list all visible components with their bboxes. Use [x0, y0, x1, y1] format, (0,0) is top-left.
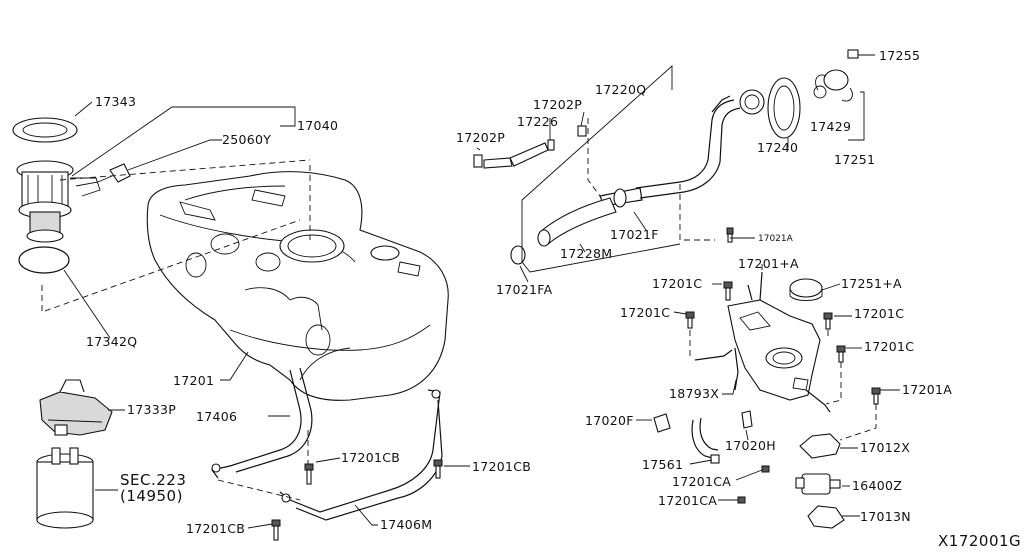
clamp-17021F	[613, 188, 627, 208]
label-17021F: 17021F	[610, 227, 659, 242]
label-17202P-b: 17202P	[533, 97, 582, 112]
label-17201CB-c: 17201CB	[186, 521, 245, 536]
label-17020H: 17020H	[725, 438, 776, 453]
label-16400Z: 16400Z	[852, 478, 902, 493]
clip-17020H	[741, 410, 753, 429]
label-17201: 17201	[173, 373, 214, 388]
label-17201CB-b: 17201CB	[472, 459, 531, 474]
label-17333P: 17333P	[127, 402, 176, 417]
label-17012X: 17012X	[860, 440, 910, 455]
figure-id: X172001G	[938, 532, 1021, 550]
label-17201C-b: 17201C	[620, 305, 670, 320]
bolt-17201CB-b	[433, 459, 443, 479]
connector-25060Y	[75, 163, 131, 187]
label-17255: 17255	[879, 48, 920, 63]
filler-tube-17220Q	[599, 89, 765, 207]
clamp-17021FA	[510, 245, 526, 265]
bracket-17012X	[799, 433, 841, 459]
tank-strap-17406	[210, 367, 313, 479]
part-labels: 17343 17040 25060Y 17342Q 17333P 17201 1…	[86, 48, 1021, 550]
label-17201plusA: 17201+A	[738, 256, 799, 271]
bolt-17201C-a	[723, 281, 733, 301]
cap-17251+A	[789, 278, 823, 301]
fuel-tank	[146, 171, 449, 401]
label-17202P-a: 17202P	[456, 130, 505, 145]
label-sec223-sub: (14950)	[120, 487, 183, 505]
label-17226: 17226	[517, 114, 558, 129]
filler-hose-17228M	[537, 197, 617, 247]
bolt-17021A	[726, 227, 734, 243]
filler-cap-17251	[813, 49, 859, 102]
leader-lines	[63, 54, 900, 529]
breather-hose-17226	[473, 125, 587, 169]
filler-cup-17240	[767, 77, 801, 139]
clip-17020F	[653, 413, 671, 433]
bolt-17201CB-c	[271, 519, 281, 541]
label-17342Q: 17342Q	[86, 334, 137, 349]
bolt-17201CA-b	[737, 496, 746, 504]
label-17201C-d: 17201C	[864, 339, 914, 354]
label-25060Y: 25060Y	[222, 132, 271, 147]
label-17201A: 17201A	[902, 382, 952, 397]
fuel-filter-sec223	[36, 447, 94, 529]
label-17201CB-a: 17201CB	[341, 450, 400, 465]
label-17020F: 17020F	[585, 413, 634, 428]
label-17561: 17561	[642, 457, 683, 472]
fuel-pump-assembly	[12, 117, 101, 274]
label-18793X: 18793X	[669, 386, 719, 401]
label-17021FA: 17021FA	[496, 282, 553, 297]
bolt-17201CA-a	[761, 465, 770, 473]
label-17040: 17040	[297, 118, 338, 133]
label-17220Q: 17220Q	[595, 82, 646, 97]
evap-canister-17201A	[694, 271, 831, 413]
label-17406: 17406	[196, 409, 237, 424]
label-17201C-a: 17201C	[652, 276, 702, 291]
bolt-17201C-d	[836, 345, 846, 363]
tank-strap-17406M	[279, 389, 443, 521]
bolt-17201CB-a	[304, 463, 314, 485]
label-17251: 17251	[834, 152, 875, 167]
bolt-17201A	[871, 387, 881, 405]
pump-module-17333P	[39, 379, 113, 436]
valve-16400Z	[795, 473, 841, 495]
label-17343: 17343	[95, 94, 136, 109]
label-17201C-c: 17201C	[854, 306, 904, 321]
hose-18793X	[691, 417, 720, 464]
label-17228M: 17228M	[560, 246, 612, 261]
label-17251plusA: 17251+A	[841, 276, 902, 291]
label-17201CA-b: 17201CA	[658, 493, 717, 508]
label-17021A: 17021A	[758, 234, 794, 244]
label-17429: 17429	[810, 119, 851, 134]
bracket-17013N	[807, 505, 845, 529]
label-17201CA-a: 17201CA	[672, 474, 731, 489]
label-17406M: 17406M	[380, 517, 432, 532]
label-sec223: SEC.223	[120, 471, 186, 489]
label-17013N: 17013N	[860, 509, 911, 524]
bolt-17201C-b	[685, 311, 695, 329]
label-17240: 17240	[757, 140, 798, 155]
bolt-17201C-c	[823, 312, 833, 330]
